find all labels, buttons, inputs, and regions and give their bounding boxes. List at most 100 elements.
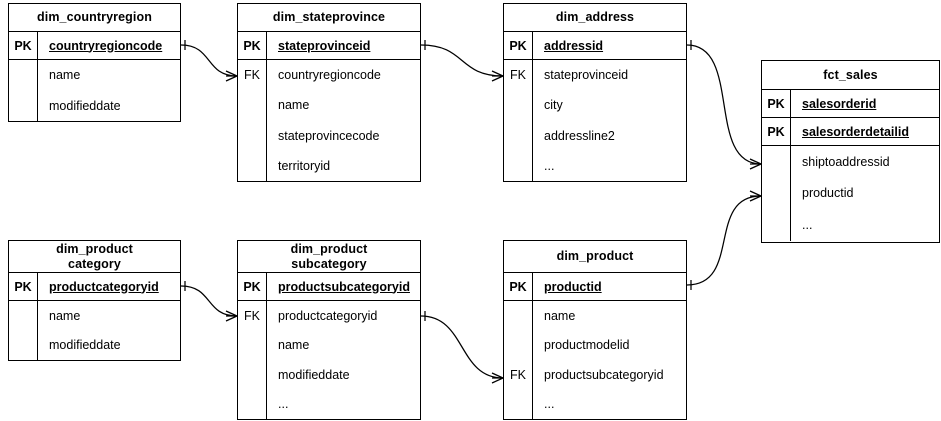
key-badge-fk: FK xyxy=(244,68,260,83)
entity-pk-row[interactable]: PK salesorderdetailid xyxy=(762,118,939,146)
key-badge-none xyxy=(9,301,37,331)
entity-pk-row[interactable]: PK productcategoryid xyxy=(9,273,180,301)
entity-attributes: FK countryregioncode name stateprovincecode… xyxy=(238,60,420,181)
attribute-name: addressline2 xyxy=(544,128,615,143)
key-column xyxy=(9,301,38,360)
key-column xyxy=(762,146,791,241)
attribute-column: productcategoryid name modifieddate... xyxy=(267,301,420,419)
attribute-name: addressid xyxy=(544,38,604,53)
attribute-name: productcategoryid xyxy=(49,279,159,294)
attribute-name: countryregioncode xyxy=(278,68,381,83)
attribute-name: name xyxy=(278,338,310,353)
entity-pk-row[interactable]: PK salesorderid xyxy=(762,90,939,118)
attribute-name: city xyxy=(544,98,563,113)
relationship-rel-address-fctsales xyxy=(686,40,762,170)
entity-pk-row[interactable]: PK addressid xyxy=(504,32,686,60)
attribute-name: stateprovincecode xyxy=(278,128,380,143)
key-column: FK xyxy=(504,60,533,181)
attribute-name: productmodelid xyxy=(544,338,630,353)
key-badge-pk: PK xyxy=(238,273,267,300)
key-badge-none xyxy=(9,91,37,122)
attribute-name: ... xyxy=(278,397,289,412)
entity-pk-row[interactable]: PK productsubcategoryid xyxy=(238,273,420,301)
attribute-name: name xyxy=(278,98,310,113)
key-badge-none xyxy=(238,121,266,151)
key-badge-none xyxy=(504,90,532,120)
relationship-rel-stateprovince-address xyxy=(420,40,504,82)
key-badge-pk: PK xyxy=(9,32,38,59)
cardinality-many-crowsfoot-icon xyxy=(749,158,762,170)
attribute-column: name modifieddate xyxy=(38,301,180,360)
attribute-name: stateprovinceid xyxy=(278,38,371,53)
key-badge-pk: PK xyxy=(762,90,791,117)
key-badge-none xyxy=(504,151,532,181)
relationship-line xyxy=(420,315,504,379)
key-column: FK xyxy=(504,301,533,419)
key-column: FK xyxy=(238,60,267,181)
entity-attributes: name modifieddate xyxy=(9,60,180,121)
cardinality-many-crowsfoot-icon xyxy=(225,310,238,322)
key-badge-none xyxy=(238,90,266,120)
attribute-name: productid xyxy=(802,186,854,201)
relationship-rel-subcategory-product xyxy=(420,311,504,384)
attribute-name: productcategoryid xyxy=(278,308,378,323)
key-badge-none xyxy=(504,121,532,151)
attribute-name: modifieddate xyxy=(278,367,350,382)
key-badge-fk: FK xyxy=(510,68,526,83)
key-badge-pk: PK xyxy=(9,273,38,300)
relationship-rel-product-fctsales xyxy=(686,190,762,290)
attribute-name: modifieddate xyxy=(49,98,121,113)
attribute-column: name modifieddate xyxy=(38,60,180,121)
attribute-name: shiptoaddressid xyxy=(802,154,890,169)
attribute-column: stateprovinceid city addressline2... xyxy=(533,60,686,181)
key-badge-pk: PK xyxy=(762,118,791,145)
entity-title-dim_stateprovince: dim_stateprovince xyxy=(238,4,420,32)
key-badge-none xyxy=(762,209,790,241)
attribute-name: ... xyxy=(544,158,555,173)
attribute-name: productsubcategoryid xyxy=(278,279,410,294)
key-badge-none xyxy=(238,331,266,361)
attribute-name: salesorderid xyxy=(802,96,877,111)
relationship-line xyxy=(180,44,238,77)
attribute-name: name xyxy=(49,68,81,83)
key-badge-none xyxy=(9,60,37,91)
attribute-name: modifieddate xyxy=(49,338,121,353)
key-badge-pk: PK xyxy=(504,273,533,300)
entity-title-dim_productcategory: dim_product category xyxy=(9,241,180,273)
attribute-name: stateprovinceid xyxy=(544,68,629,83)
attribute-name: territoryid xyxy=(278,158,331,173)
relationship-rel-countryregion-stateprovince xyxy=(180,40,238,82)
entity-pk-row[interactable]: PK productid xyxy=(504,273,686,301)
key-column xyxy=(9,60,38,121)
key-badge-pk: PK xyxy=(504,32,533,59)
attribute-name: name xyxy=(49,308,81,323)
attribute-column: countryregioncode name stateprovincecode te… xyxy=(267,60,420,181)
cardinality-many-crowsfoot-icon xyxy=(491,70,504,82)
key-badge-none xyxy=(238,151,266,181)
attribute-name: salesorderdetailid xyxy=(802,124,909,139)
entity-attributes: FK stateprovinceid city addressline2... xyxy=(504,60,686,181)
attribute-name: productid xyxy=(544,279,602,294)
relationship-rel-productcategory-subcategory xyxy=(180,281,238,322)
key-badge-none xyxy=(238,390,266,420)
entity-title-dim_productsubcategory: dim_product subcategory xyxy=(238,241,420,273)
entity-title-fct_sales: fct_sales xyxy=(762,61,939,90)
attribute-name: ... xyxy=(802,218,813,233)
cardinality-many-crowsfoot-icon xyxy=(749,190,762,202)
attribute-name: ... xyxy=(544,397,555,412)
attribute-column: shiptoaddressid productid... xyxy=(791,146,939,241)
key-badge-fk: FK xyxy=(244,308,260,323)
relationship-line xyxy=(686,195,762,286)
